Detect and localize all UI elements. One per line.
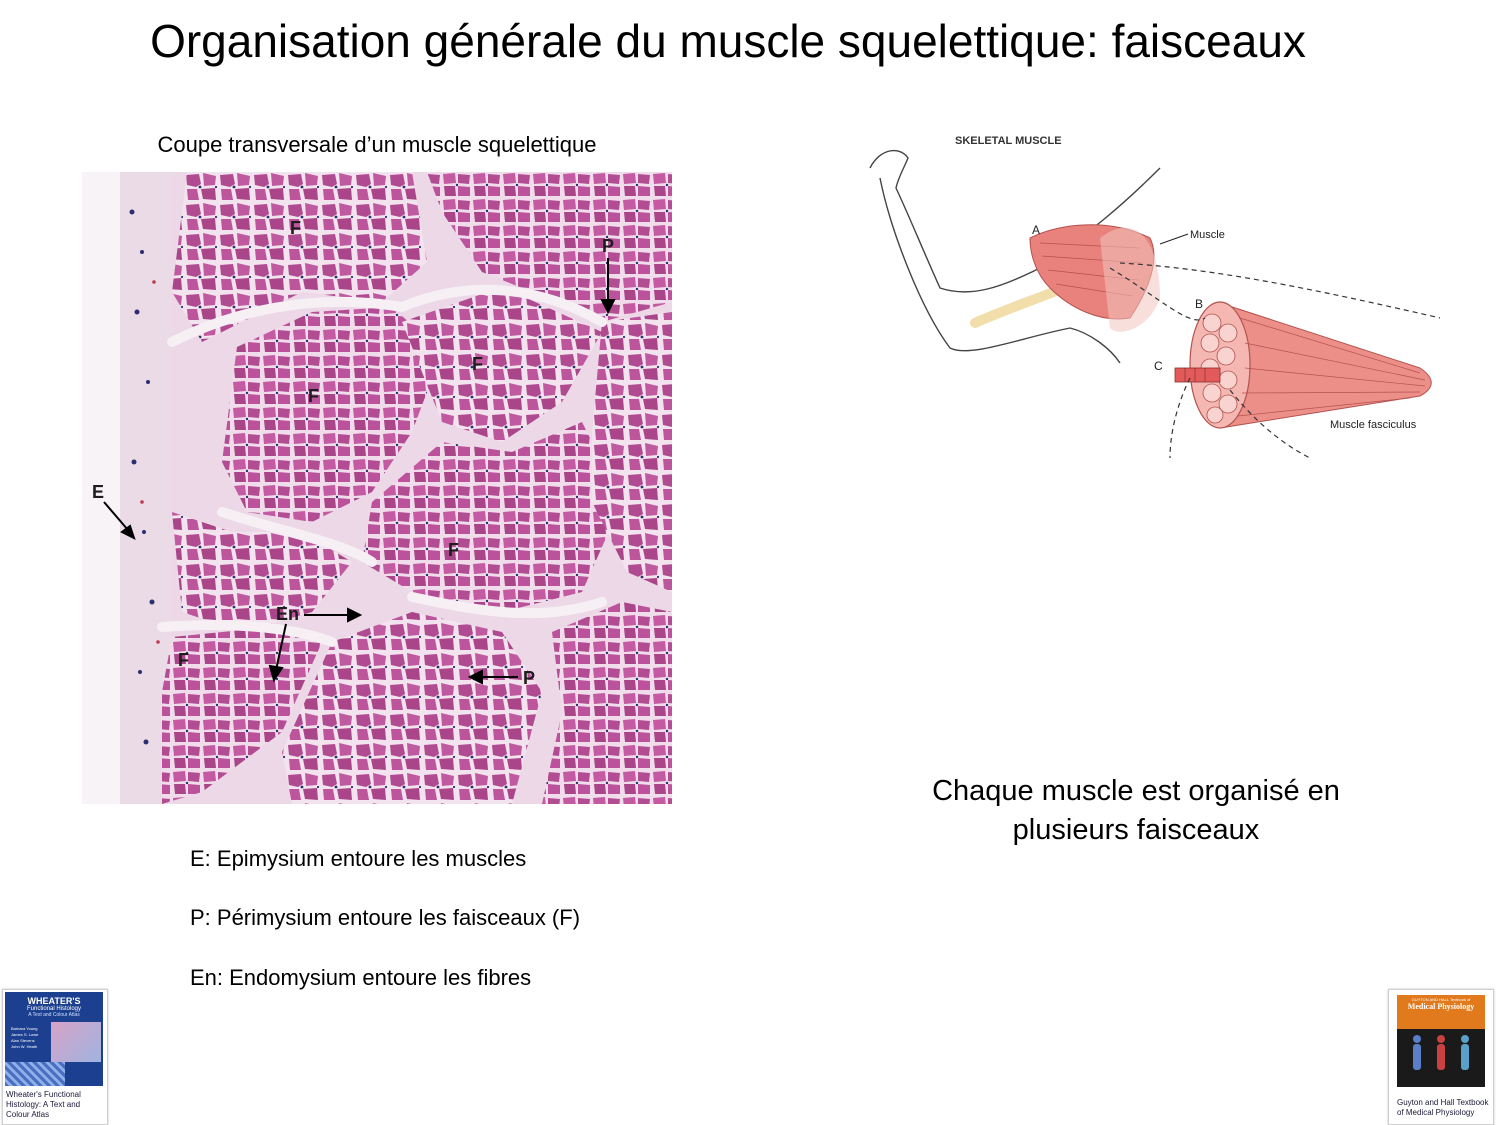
wheater-caption: Wheater's Functional Histology: A Text a… [6, 1090, 81, 1119]
summary-line-1: Chaque muscle est organisé en [932, 775, 1340, 807]
wheater-book-thumbnail: WHEATER'S Functional Histology A Text an… [2, 989, 108, 1125]
guyton-caption: Guyton and Hall Textbook of Medical Phys… [1397, 1098, 1489, 1117]
label-f-4: F [448, 540, 459, 560]
wheater-cover: WHEATER'S Functional Histology A Text an… [5, 992, 103, 1086]
label-en: En [276, 604, 299, 624]
wheater-cover-image [51, 1022, 101, 1062]
label-e: E [92, 482, 104, 502]
guyton-book-thumbnail: GUYTON AND HALL Textbook of Medical Phys… [1388, 989, 1494, 1125]
micrograph-caption: Coupe transversale d’un muscle squeletti… [157, 132, 597, 157]
legend-epimysium: E: Epimysium entoure les muscles [190, 846, 527, 871]
guyton-cover-figures [1413, 1035, 1469, 1070]
slide-title: Organisation générale du muscle squelett… [150, 15, 1306, 67]
histology-micrograph: F F F F F P P E En [82, 172, 672, 804]
guyton-cover-top: GUYTON AND HALL Textbook of [1411, 997, 1471, 1002]
diagram-heading: SKELETAL MUSCLE [955, 135, 1062, 147]
wheater-cover-title: WHEATER'S [27, 996, 81, 1006]
label-p-2: P [523, 668, 535, 688]
guyton-cover-band: GUYTON AND HALL Textbook of Medical Phys… [1397, 995, 1485, 1029]
guyton-cover-title: Medical Physiology [1407, 1002, 1475, 1011]
summary-text: Chaque muscle est organisé en plusieurs … [880, 772, 1392, 850]
diagram-label-b: B [1195, 297, 1203, 311]
summary-line-2: plusieurs faisceaux [1012, 814, 1260, 846]
wheater-cover-subtitle: Functional Histology [26, 1006, 82, 1012]
muscle-label: Muscle [1190, 229, 1225, 241]
fasciculus-label: Muscle fasciculus [1330, 419, 1417, 431]
wheater-authors: Barbara Young James S. Lowe Alan Stevens… [11, 1026, 39, 1049]
label-f-2: F [308, 386, 319, 406]
guyton-cover: GUYTON AND HALL Textbook of Medical Phys… [1397, 995, 1485, 1087]
wheater-cover-pattern [5, 1062, 65, 1086]
diagram-label-c: C [1154, 359, 1163, 373]
wheater-cover-tagline: A Text and Colour Atlas [28, 1012, 80, 1018]
diagram-label-a: A [1032, 223, 1040, 237]
skeletal-muscle-diagram: SKELETAL MUSCLE [860, 128, 1460, 468]
label-f-3: F [472, 354, 483, 374]
label-f-1: F [290, 218, 301, 238]
label-f-5: F [178, 650, 189, 670]
label-p-1: P [602, 236, 614, 256]
legend-endomysium: En: Endomysium entoure les fibres [190, 965, 532, 990]
legend-perimysium: P: Périmysium entoure les faisceaux (F) [190, 905, 581, 930]
